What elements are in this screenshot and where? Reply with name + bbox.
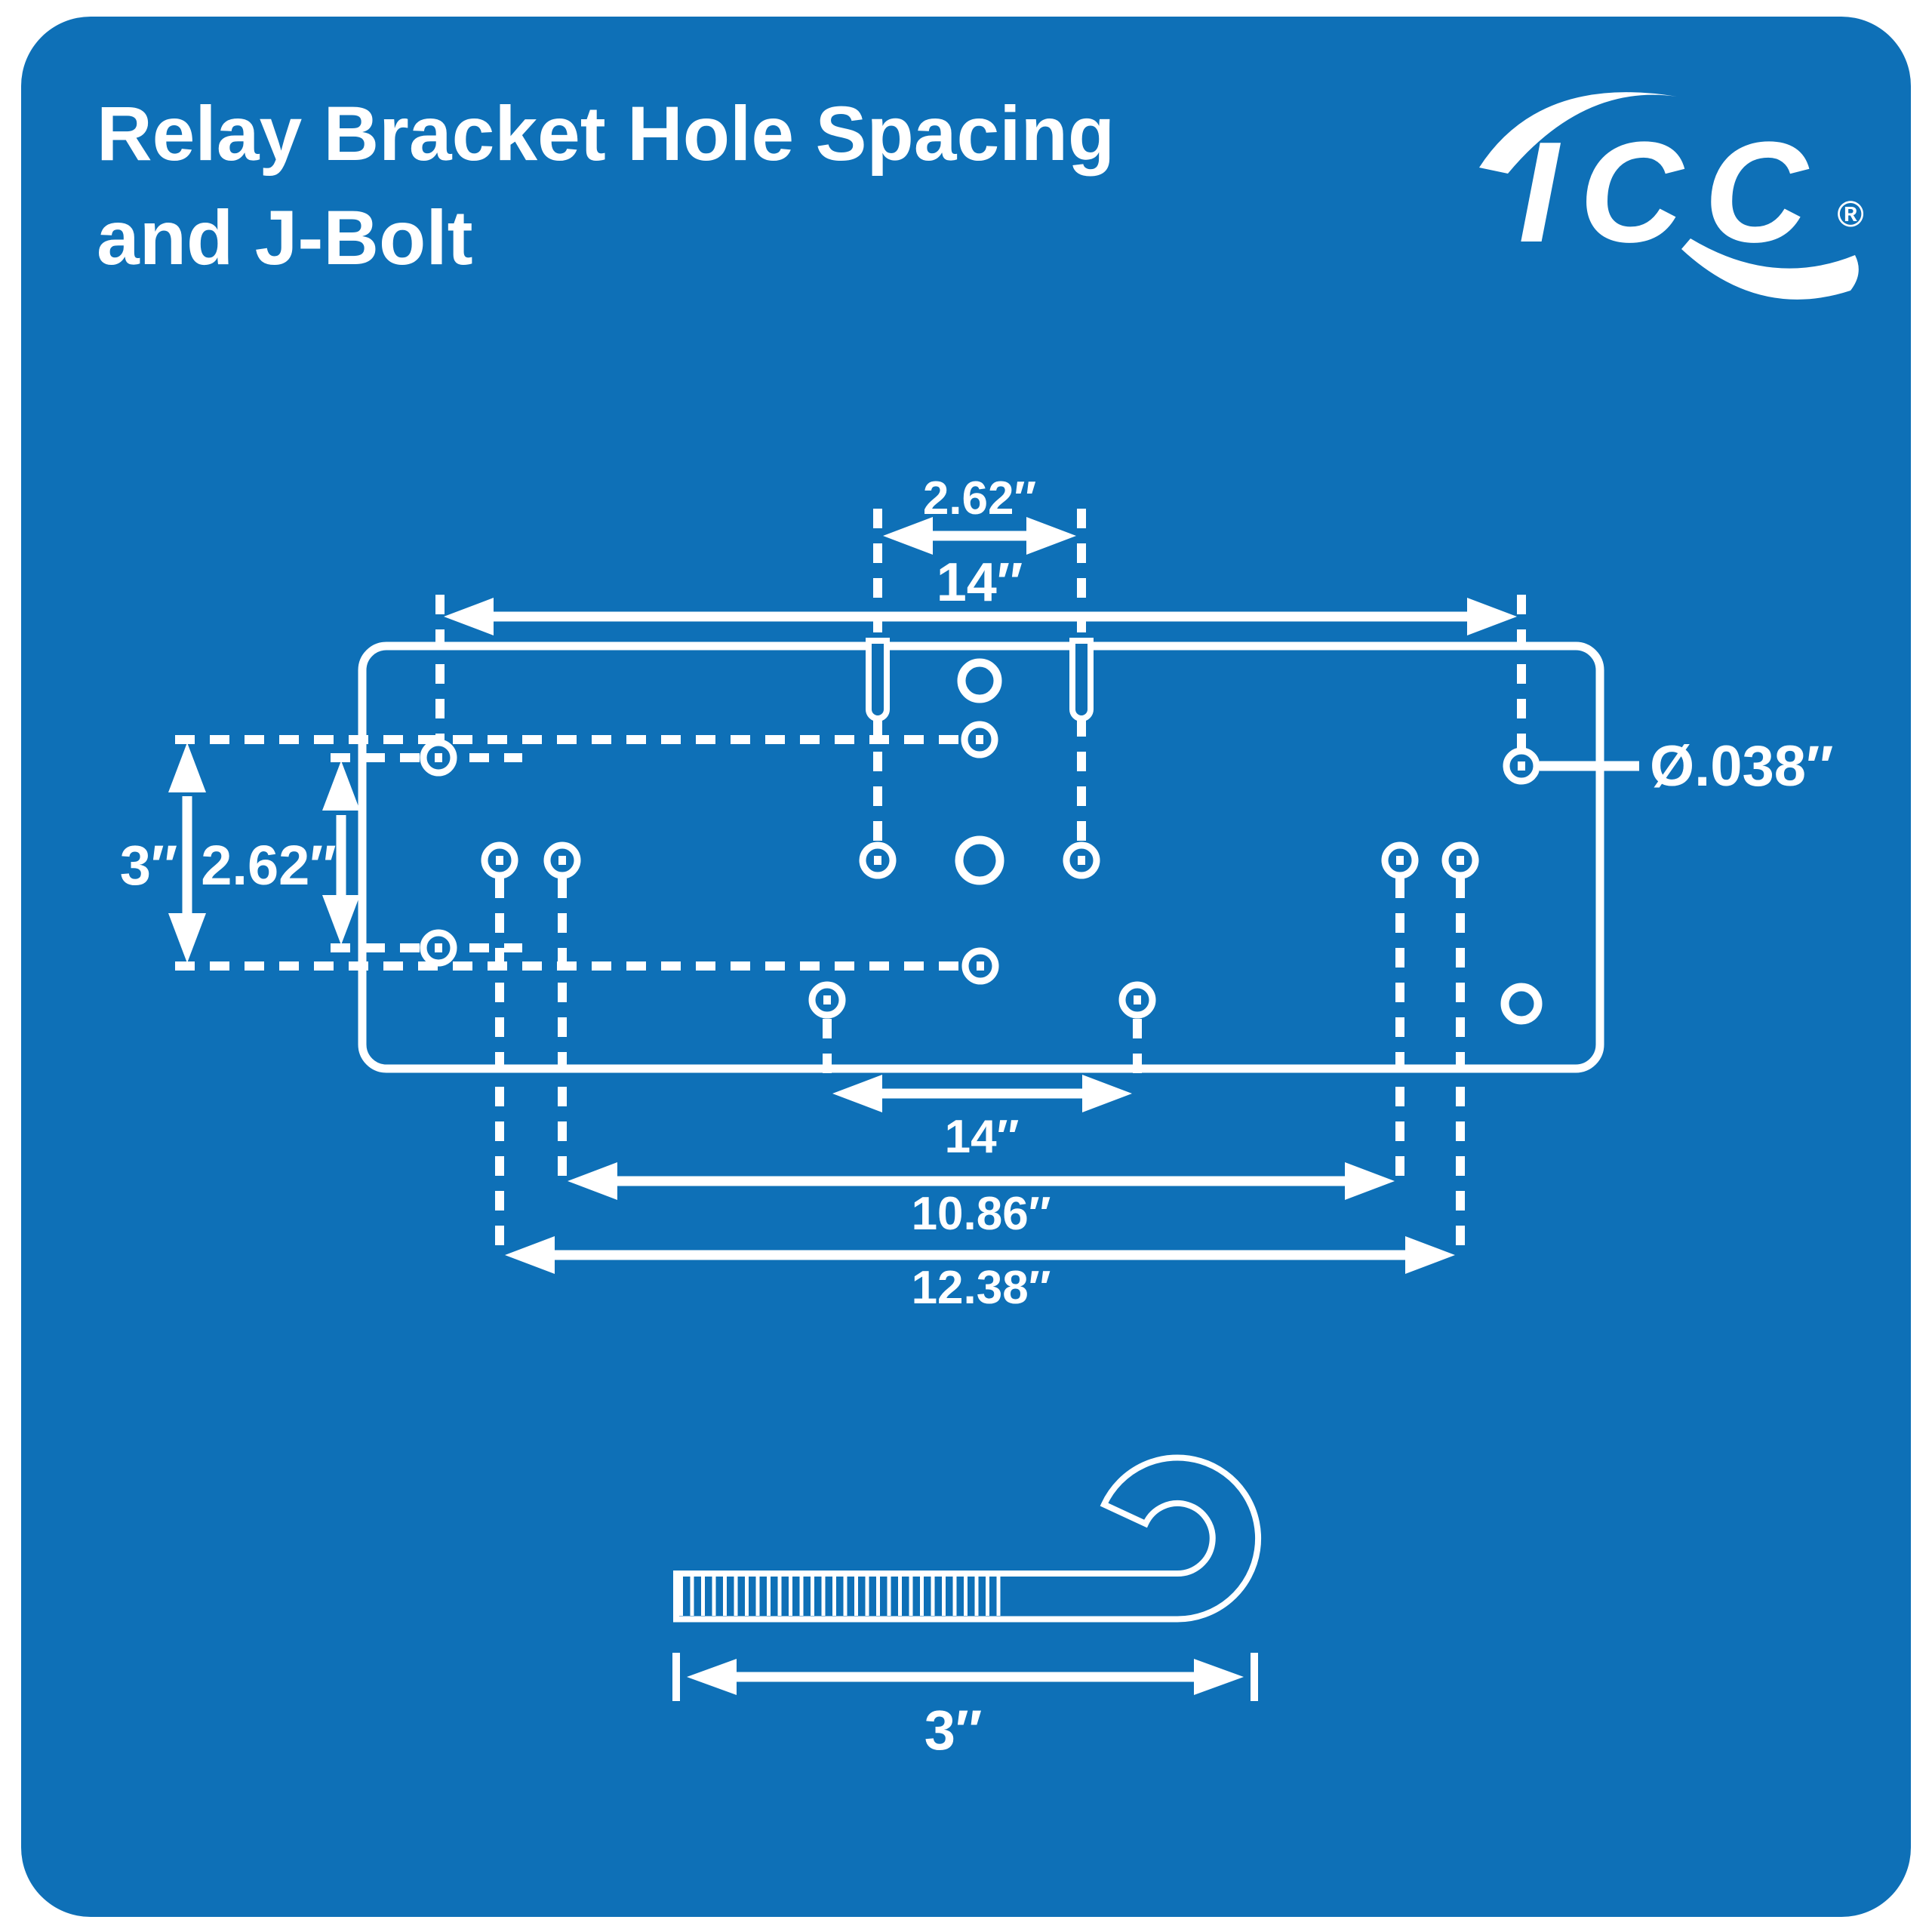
- hole-center-mark: [977, 961, 984, 971]
- dim-label: 3″: [120, 834, 178, 897]
- hole-diameter-callout: Ø.038″: [1540, 734, 1833, 798]
- bracket-slot: [866, 638, 890, 721]
- dim-tick: [1251, 1653, 1258, 1701]
- bracket-outline: [358, 641, 1604, 1073]
- arrowhead-left-icon: [687, 1659, 737, 1695]
- page-title: Relay Bracket Hole Spacing and J-Bolt: [97, 91, 1115, 281]
- hole-center-mark: [1457, 856, 1464, 865]
- hole-center-mark: [874, 856, 881, 865]
- title-line-1: Relay Bracket Hole Spacing: [97, 91, 1115, 177]
- hole-center-mark: [496, 856, 503, 865]
- bracket-hole: [955, 835, 1004, 885]
- jbolt-outline: [673, 1454, 1262, 1623]
- dim-label: 3″: [924, 1699, 983, 1761]
- dim-top-hole-spacing: 14″: [444, 552, 1517, 635]
- hole-center-mark: [558, 856, 566, 865]
- arrowhead-right-icon: [1405, 1236, 1455, 1274]
- dim-label: 12.38″: [912, 1262, 1051, 1314]
- arrowhead-left-icon: [505, 1236, 555, 1274]
- hole-center-mark: [976, 735, 983, 744]
- arrowhead-right-icon: [1194, 1659, 1244, 1695]
- arrowhead-down-icon: [168, 913, 206, 963]
- arrowhead-left-icon: [568, 1162, 617, 1200]
- bracket-diagram: 2.62″ 14″ 3″ 2.62″ Ø.038″: [120, 472, 1834, 1314]
- logo-swoosh-top-icon: [1479, 92, 1677, 174]
- logo-text: ICC: [1518, 112, 1829, 272]
- dim-label: 14″: [937, 552, 1023, 613]
- dim-label: 14″: [945, 1111, 1020, 1163]
- bracket-hole: [957, 658, 1002, 703]
- arrowhead-right-icon: [1082, 1075, 1132, 1112]
- jbolt-diagram: 3″: [672, 1454, 1262, 1761]
- bracket-hole: [1500, 983, 1543, 1025]
- arrowhead-right-icon: [1467, 598, 1517, 635]
- arrowhead-right-icon: [1026, 517, 1076, 555]
- dim-left-outer: 3″: [120, 743, 206, 963]
- dim-label: 2.62″: [923, 472, 1036, 525]
- hole-center-mark: [1518, 761, 1525, 771]
- logo-swoosh-bottom-icon: [1681, 238, 1859, 300]
- dim-label: 10.86″: [912, 1188, 1051, 1240]
- hole-center-mark: [823, 995, 831, 1004]
- hole-center-mark: [435, 943, 442, 952]
- centerline-columns: [435, 509, 1526, 1250]
- bracket-slot: [1069, 638, 1094, 721]
- arrowhead-up-icon: [168, 743, 206, 792]
- dim-bottom-outer: 12.38″: [505, 1236, 1455, 1314]
- dim-bottom-middle: 10.86″: [568, 1162, 1395, 1240]
- hole-center-mark: [435, 753, 442, 762]
- arrowhead-down-icon: [322, 895, 360, 945]
- hole-center-mark: [1078, 856, 1085, 865]
- dim-jbolt-length: 3″: [672, 1653, 1258, 1761]
- dim-left-inner: 2.62″: [201, 761, 360, 945]
- dim-label: Ø.038″: [1650, 734, 1833, 798]
- dim-label: 2.62″: [201, 834, 336, 897]
- dim-bottom-inner: 14″: [832, 1075, 1132, 1163]
- icc-logo: ICC ®: [1479, 92, 1864, 300]
- bracket-holes: [420, 658, 1543, 1025]
- arrowhead-left-icon: [444, 598, 494, 635]
- arrowhead-right-icon: [1345, 1162, 1395, 1200]
- arrowhead-left-icon: [832, 1075, 882, 1112]
- title-line-2: and J-Bolt: [97, 195, 473, 281]
- arrowhead-up-icon: [322, 761, 360, 811]
- hole-center-mark: [1134, 995, 1141, 1004]
- dim-tick: [672, 1653, 680, 1701]
- arrowhead-left-icon: [883, 517, 933, 555]
- hole-center-mark: [1396, 856, 1404, 865]
- dim-top-slot-spacing: 2.62″: [883, 472, 1076, 555]
- registered-trademark: ®: [1837, 195, 1863, 235]
